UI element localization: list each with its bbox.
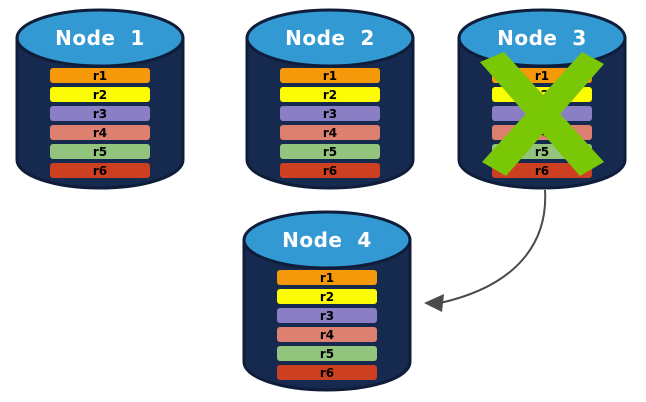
record-label: r3 — [322, 106, 338, 121]
record-label: r5 — [92, 144, 108, 159]
record-label: r4 — [319, 327, 335, 342]
record-bar-r5[interactable]: r5 — [277, 346, 377, 361]
record-bar-r5[interactable]: r5 — [280, 144, 380, 159]
record-label: r5 — [319, 346, 335, 361]
record-bar-r1[interactable]: r1 — [280, 68, 380, 83]
record-label: r1 — [322, 68, 338, 83]
node-4-records: r1 r2 r3 r4 r5 r6 — [241, 270, 413, 384]
record-label: r3 — [92, 106, 108, 121]
record-bar-r2[interactable]: r2 — [50, 87, 150, 102]
record-bar-r6[interactable]: r6 — [277, 365, 377, 380]
record-bar-r2[interactable]: r2 — [280, 87, 380, 102]
record-bar-r1[interactable]: r1 — [50, 68, 150, 83]
record-bar-r4[interactable]: r4 — [50, 125, 150, 140]
record-bar-r3[interactable]: r3 — [280, 106, 380, 121]
record-bar-r1[interactable]: r1 — [277, 270, 377, 285]
record-bar-r3[interactable]: r3 — [277, 308, 377, 323]
record-bar-r6[interactable]: r6 — [50, 163, 150, 178]
record-label: r1 — [92, 68, 108, 83]
record-label: r1 — [319, 270, 335, 285]
record-bar-r2[interactable]: r2 — [277, 289, 377, 304]
record-bar-r6[interactable]: r6 — [280, 163, 380, 178]
record-label: r2 — [322, 87, 338, 102]
record-bar-r5[interactable]: r5 — [50, 144, 150, 159]
record-bar-r4[interactable]: r4 — [280, 125, 380, 140]
record-label: r5 — [322, 144, 338, 159]
connector-arrowhead-icon — [424, 294, 444, 312]
record-label: r2 — [92, 87, 108, 102]
record-label: r6 — [322, 163, 338, 178]
node-1-records: r1 r2 r3 r4 r5 r6 — [14, 68, 186, 182]
record-label: r6 — [319, 365, 335, 380]
record-label: r3 — [319, 308, 335, 323]
record-label: r2 — [319, 289, 335, 304]
record-bar-r3[interactable]: r3 — [50, 106, 150, 121]
record-label: r6 — [92, 163, 108, 178]
record-label: r4 — [92, 125, 108, 140]
connector-line — [439, 189, 547, 304]
node-2-records: r1 r2 r3 r4 r5 r6 — [244, 68, 416, 182]
record-label: r4 — [322, 125, 338, 140]
record-bar-r4[interactable]: r4 — [277, 327, 377, 342]
